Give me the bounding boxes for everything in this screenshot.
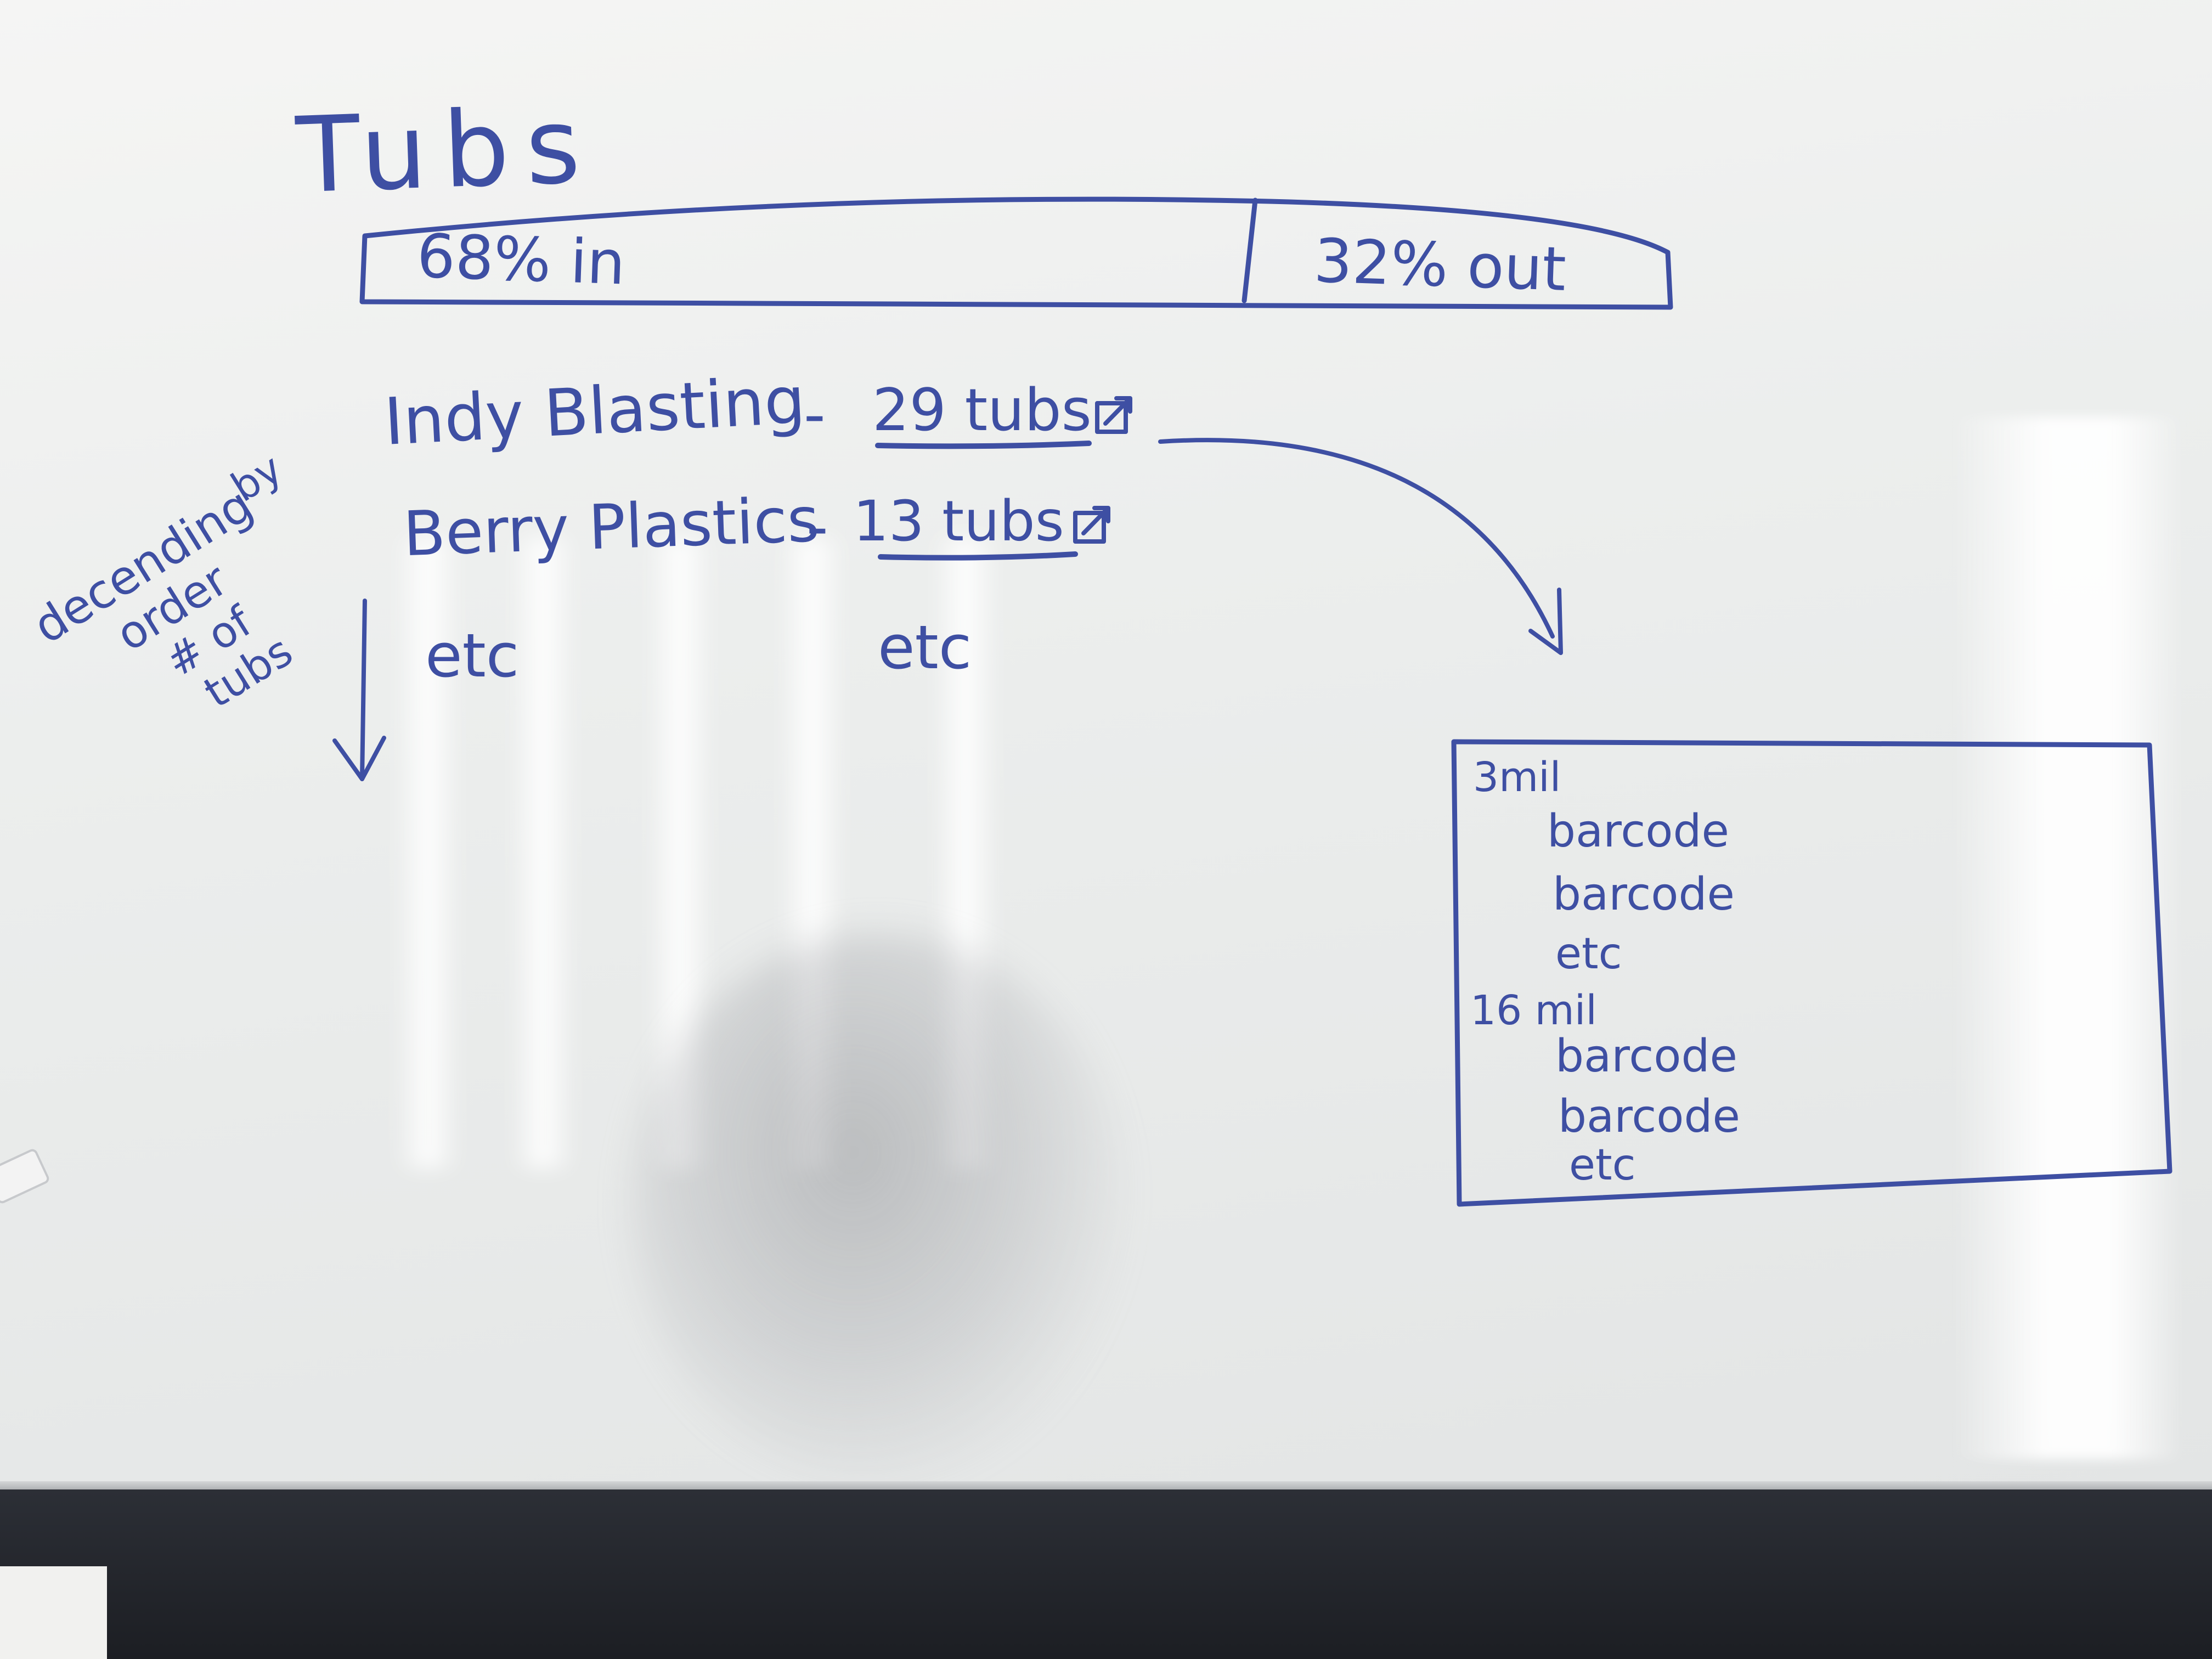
vendor-count-link: etc	[878, 612, 972, 682]
curved-arrow-icon	[1158, 438, 1563, 655]
progress-in-label: 68% in	[415, 221, 627, 298]
glare-reflection	[1953, 417, 2183, 1459]
whiteboard: Tubs 68% in 32% out Indy Blasting - 29 t…	[0, 0, 2212, 1489]
progress-divider	[1242, 198, 1258, 303]
group-item: barcode	[1558, 1091, 1740, 1143]
vendor-name: Berry Plastics	[402, 484, 821, 571]
external-link-icon[interactable]	[1073, 506, 1110, 544]
paper-sheet	[0, 1566, 107, 1659]
page-title: Tubs	[294, 84, 599, 217]
marker-strokes	[332, 196, 2172, 1207]
vendor-separator: -	[806, 492, 828, 562]
vendor-count-link[interactable]: 13 tubs	[853, 489, 1064, 554]
progress-out-label: 32% out	[1312, 225, 1567, 304]
vendor-count-link[interactable]: 29 tubs	[872, 376, 1092, 444]
group-item: barcode	[1547, 805, 1729, 857]
detail-panel-outline	[1451, 739, 2172, 1207]
underline-berry	[878, 551, 1078, 561]
glare-reflection	[510, 538, 576, 1169]
group-item: barcode	[1553, 868, 1735, 921]
group-item: barcode	[1555, 1030, 1737, 1082]
desk-area	[0, 1489, 2212, 1659]
vendor-name: etc	[425, 620, 520, 691]
vendor-separator: -	[804, 379, 826, 449]
glare-reflection	[395, 538, 461, 1169]
group-label: 3mil	[1473, 754, 1561, 801]
group-label: 16 mil	[1470, 987, 1597, 1034]
external-link-icon[interactable]	[1095, 396, 1132, 434]
down-arrow-icon	[332, 599, 386, 781]
hand-shadow	[631, 933, 1125, 1481]
underline-indy	[875, 441, 1092, 449]
group-item: etc	[1555, 929, 1622, 979]
group-item: etc	[1569, 1141, 1636, 1190]
progress-bar-outline	[359, 196, 1673, 310]
